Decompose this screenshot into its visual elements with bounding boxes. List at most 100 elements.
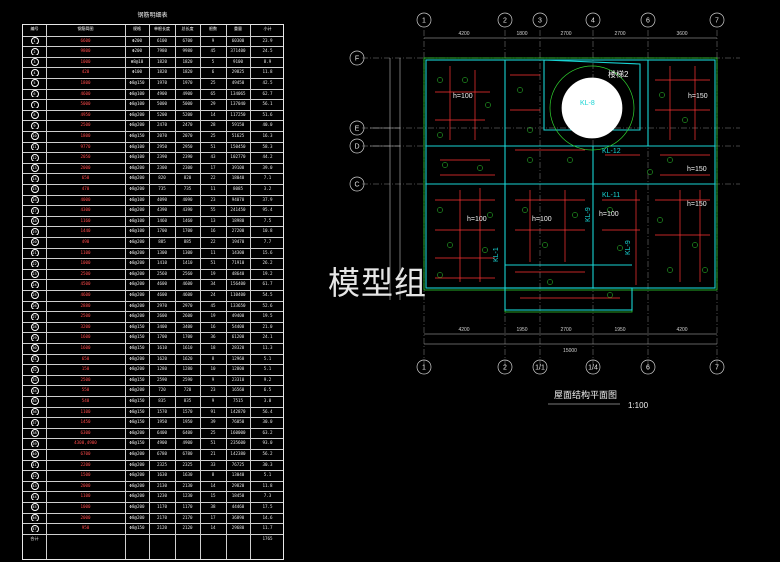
cell-spec: Φ8@200 [129, 239, 145, 244]
cell-count: 51 [210, 260, 216, 266]
cell-subtotal: 8.9 [263, 58, 272, 64]
cell-single-length: 5200 [156, 111, 168, 117]
rebar-callout-circle [447, 242, 453, 248]
row-number: 24 [23, 280, 46, 289]
cell-weight: 9100 [232, 58, 244, 64]
row-number: 12 [23, 153, 46, 161]
cell-total-length: 6780 [182, 451, 193, 456]
cell-single-length: 1700 [156, 228, 168, 234]
cell-count: 25 [210, 429, 216, 435]
bar-shape: 4950 [46, 111, 125, 119]
row-number: 36 [23, 407, 46, 416]
cell-count: 13 [210, 217, 216, 223]
column-divider [46, 25, 47, 559]
cell-spec: Φ8@150 [129, 345, 145, 350]
row-number-circle: 34 [30, 386, 39, 395]
cell-count: 33 [210, 461, 216, 467]
cell-total-length: 5000 [182, 101, 193, 107]
bar-shape-dimension: 2880 [80, 302, 91, 308]
axis-top-1-circle [416, 12, 432, 28]
cell-subtotal: 5.1 [263, 355, 272, 361]
axis-top-3: 3 [538, 18, 542, 25]
rebar-callout-circle [617, 245, 623, 251]
cell-count: 9 [211, 376, 215, 382]
cell-weight: 12960 [231, 355, 245, 361]
cell-subtotal: 61.7 [262, 281, 273, 287]
cell-spec: Φ100 [131, 69, 143, 75]
axis-top-4-circle [585, 12, 601, 28]
rebar-callout-circle [572, 212, 578, 218]
cell-single-length: 4600 [156, 281, 168, 287]
cell-weight: 371400 [230, 48, 246, 54]
cell-single-length: 7980 [156, 48, 168, 54]
bar-shape-dimension: 950 [81, 525, 90, 531]
cell-total-length: 2300 [182, 164, 193, 170]
cell-total-length: 4900 [182, 90, 193, 96]
cell-single-length: 4900 [156, 90, 168, 96]
schedule-header-count: 根数 [209, 26, 217, 31]
axis-bottom-2: 2 [503, 365, 507, 372]
bar-shape: 9800 [46, 47, 125, 55]
cell-spec: Φ8@100 [129, 154, 145, 160]
bar-shape-dimension: 650 [81, 355, 90, 361]
cell-subtotal: 40.0 [262, 122, 273, 128]
cell-count: 11 [210, 186, 216, 191]
cell-subtotal: 5.1 [263, 472, 272, 478]
cell-subtotal: 14.6 [262, 514, 273, 520]
cell-weight: 12800 [231, 366, 245, 372]
cell-total-length: 2970 [182, 302, 193, 308]
cell-spec: Φ8@200 [129, 387, 145, 393]
axis-bottom-1-circle [416, 359, 432, 375]
row-number-circle: 40 [30, 450, 39, 458]
rebar-callout-circle [659, 92, 665, 98]
bar-shape: 9770 [46, 143, 125, 151]
cell-weight: 48640 [231, 270, 245, 276]
row-number-circle: 23 [30, 270, 39, 278]
cell-total-length: 6400 [182, 429, 193, 435]
cell-weight: 28320 [231, 345, 245, 350]
cell-subtotal: 54.5 [262, 292, 273, 297]
row-number: 7 [23, 100, 46, 108]
cell-total-length: 2325 [182, 461, 193, 467]
cell-weight: 49400 [231, 313, 245, 319]
bar-shape: 2880 [46, 302, 125, 310]
row-number-circle: 45 [30, 503, 39, 511]
cell-subtotal: 23.9 [262, 37, 273, 43]
cell-subtotal: 62.7 [262, 90, 273, 96]
axis-bottom-5-circle [640, 359, 656, 375]
cell-spec: Φ8@200 [129, 111, 145, 117]
cell-count: 23 [210, 387, 216, 393]
cell-weight: 29820 [231, 482, 245, 488]
bar-shape-dimension: 1800 [80, 133, 91, 138]
cell-weight: 39100 [231, 164, 245, 170]
cell-spec: Φ8@200 [129, 292, 145, 297]
bar-shape-dimension: 6700 [80, 451, 91, 456]
axis-top-5-circle [640, 12, 656, 28]
slab-thickness-b: h=100 [467, 216, 487, 223]
cell-weight: 13040 [231, 472, 245, 478]
cell-weight: 235600 [230, 440, 246, 446]
cell-count: 51 [210, 440, 216, 446]
cell-spec: Φ8@200 [129, 429, 145, 435]
row-number: 38 [23, 429, 46, 437]
row-number-circle: 26 [30, 301, 39, 310]
cell-count: 91 [210, 408, 216, 414]
bar-shape: 1800 [46, 79, 125, 87]
row-number-circle: 42 [30, 471, 39, 479]
bar-shape: 6300 [46, 429, 125, 437]
row-number-circle: 6 [30, 89, 39, 98]
cell-total-length: 1820 [182, 58, 193, 64]
cell-single-length: 735 [158, 186, 166, 191]
rebar-callout-circle [667, 267, 673, 273]
cell-weight: 71910 [231, 260, 245, 266]
cell-count: 9 [211, 398, 215, 403]
beam-label-kl9-b: KL-9 [625, 240, 632, 255]
rebar-callout-circle [527, 157, 533, 163]
cell-single-length: 820 [158, 175, 166, 181]
